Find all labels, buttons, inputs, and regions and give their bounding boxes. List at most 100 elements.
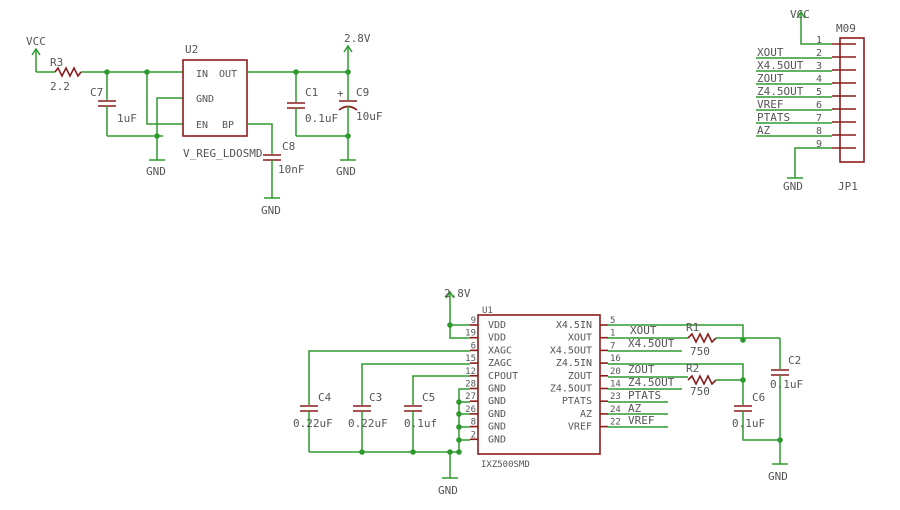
- u1-left-pin-number: 28: [465, 380, 476, 390]
- capacitor-c8: C8 10nF: [263, 140, 305, 198]
- u1-right-pin-name: VREF: [568, 422, 592, 433]
- c6-value: 0.1uF: [732, 417, 765, 430]
- connector-net-label: AZ: [757, 124, 771, 137]
- u1-body: [477, 314, 601, 455]
- connector-pin-number: 6: [816, 100, 822, 111]
- connector-net-label: X4.5OUT: [757, 59, 804, 72]
- u1-right-pin-number: 16: [610, 354, 621, 364]
- u1-left-pin-number: 6: [471, 341, 476, 351]
- capacitor-c5: C5 0.1uf: [404, 391, 437, 452]
- net-label-z45out: Z4.5OUT: [628, 376, 675, 389]
- connector-pin: 5Z4.5OUT: [756, 85, 856, 98]
- gnd-symbol-3: GND: [336, 159, 356, 178]
- u1-right-pin-number: 1: [610, 329, 615, 339]
- connector-pin-number: 9: [816, 139, 822, 150]
- u1-left-pin-name: ZAGC: [488, 358, 512, 369]
- u1-left-pin: 8 GND: [470, 418, 506, 433]
- connector-body: [839, 37, 865, 163]
- u1-left-pin-number: 8: [471, 418, 476, 428]
- u2-pin-bp: BP: [222, 120, 234, 131]
- u1-right-pin-number: 7: [610, 341, 615, 351]
- connector-pin: 3X4.5OUT: [756, 59, 856, 72]
- c4-value: 0.22uF: [293, 417, 333, 430]
- c8-value: 10nF: [278, 163, 305, 176]
- connector-pin-number: 7: [816, 113, 822, 124]
- u1-right-pin-name: Z4.5IN: [556, 358, 592, 369]
- c1-value: 0.1uF: [305, 112, 338, 125]
- connector-net-label: ZOUT: [757, 72, 784, 85]
- gnd-label-1: GND: [146, 165, 166, 178]
- resistor-r1: R1 750: [686, 321, 717, 358]
- u1-right-pin: 22 VREF: [568, 418, 621, 433]
- u1-right-pin: 7X4.5OUT: [550, 341, 616, 356]
- u1-right-pin-name: Z4.5OUT: [550, 384, 592, 395]
- u1-left-pin-number: 27: [465, 392, 476, 402]
- gnd-symbol-4: GND: [783, 177, 803, 193]
- connector-pin: 8 AZ: [756, 124, 856, 137]
- r1-value: 750: [690, 345, 710, 358]
- resistor-r3: R3 2.2: [50, 56, 82, 93]
- connector-pin: 9: [816, 139, 856, 150]
- u1-left-pin-name: VDD: [488, 333, 506, 344]
- v28-top-label: 2.8V: [344, 32, 371, 45]
- c9-name: C9: [356, 86, 369, 99]
- connector-ref: JP1: [838, 180, 858, 193]
- u1-right-pin-number: 14: [610, 380, 621, 390]
- gnd-label-3: GND: [336, 165, 356, 178]
- u1-right-pin-name: AZ: [580, 409, 592, 420]
- vcc-symbol-connector: VCC: [790, 8, 832, 45]
- capacitor-c3: C3 0.22uF: [348, 391, 388, 452]
- u1-right-pin-number: 5: [610, 316, 615, 326]
- r1-name: R1: [686, 321, 699, 334]
- connector-pins: 12XOUT3X4.5OUT4ZOUT5Z4.5OUT6VREF7PTATS8A…: [756, 35, 856, 150]
- capacitor-c6: C6 0.1uF: [732, 391, 780, 441]
- capacitor-c2: C2 0.1uF: [770, 354, 803, 464]
- u1-right-pin-name: ZOUT: [568, 371, 592, 382]
- connector-pin-number: 2: [816, 48, 822, 59]
- u1-right-pin-name: X4.5IN: [556, 320, 592, 331]
- vcc-conn-label: VCC: [790, 8, 810, 21]
- connector-net-label: VREF: [757, 98, 784, 111]
- u1-left-pin-number: 26: [465, 405, 476, 415]
- c7-name: C7: [90, 86, 103, 99]
- connector-pin: 4 ZOUT: [756, 72, 856, 85]
- c5-name: C5: [422, 391, 435, 404]
- c6-name: C6: [752, 391, 765, 404]
- capacitor-c9: + C9 10uF: [337, 72, 383, 160]
- gnd-label-2: GND: [261, 204, 281, 217]
- u2-pin-in: IN: [196, 69, 208, 80]
- r2-name: R2: [686, 362, 699, 375]
- connector-name: M09: [836, 22, 856, 35]
- u1-right-pin-number: 22: [610, 418, 621, 428]
- v28-symbol-top: 2.8V: [343, 32, 371, 72]
- u2-part: V_REG_LDOSMD: [183, 147, 262, 160]
- gnd-symbol-2: GND: [261, 197, 281, 217]
- connector-pin-number: 1: [816, 35, 822, 46]
- vcc-symbol-left: VCC: [26, 35, 46, 72]
- gnd-symbol-1: GND: [146, 159, 166, 178]
- connector-pin-number: 8: [816, 126, 822, 137]
- gnd-symbol-6: GND: [768, 463, 788, 483]
- regulator-section: VCC R3 2.2 C7 1uF: [26, 32, 383, 217]
- r2-value: 750: [690, 385, 710, 398]
- net-label-vref: VREF: [628, 414, 655, 427]
- c7-value: 1uF: [117, 112, 137, 125]
- c3-name: C3: [369, 391, 382, 404]
- u1-left-pin-name: VDD: [488, 320, 506, 331]
- u1-left-pin-name: GND: [488, 422, 506, 433]
- connector-pin: 1: [816, 35, 856, 46]
- connector-pin-number: 4: [816, 74, 822, 85]
- u1-right-pin-name: PTATS: [562, 396, 592, 407]
- connector-net-label: XOUT: [757, 46, 784, 59]
